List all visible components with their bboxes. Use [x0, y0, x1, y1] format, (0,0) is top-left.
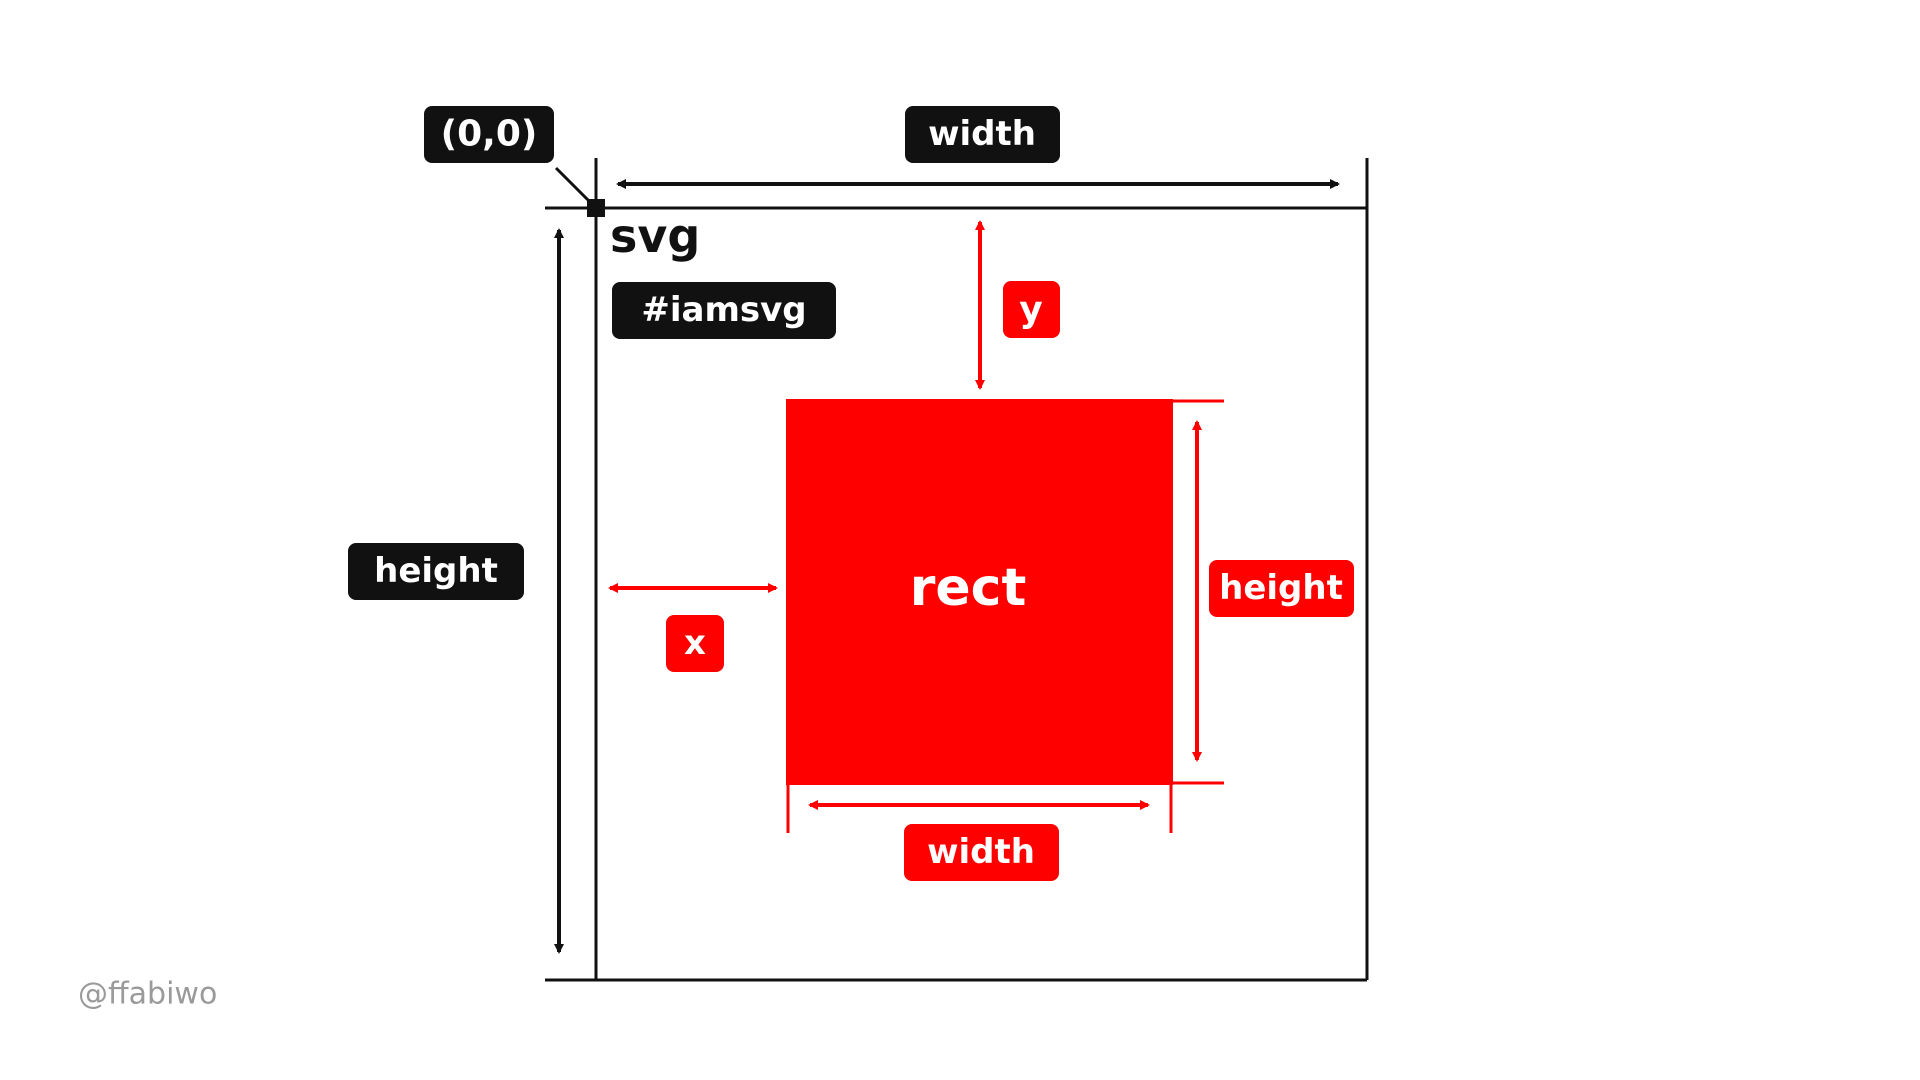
rect-height-label: height	[1219, 568, 1343, 608]
rect-y-dimension: y	[975, 220, 1060, 390]
origin-label: (0,0)	[424, 106, 554, 163]
rect-y-label: y	[1019, 290, 1042, 331]
rect-x-label: x	[684, 623, 706, 663]
rect-x-dimension: x	[608, 583, 778, 672]
svg-id-tag: #iamsvg	[612, 282, 836, 339]
author-watermark: @ffabiwo	[78, 977, 217, 1012]
svg-height-dimension: height	[348, 228, 564, 954]
origin-label-text: (0,0)	[441, 114, 538, 155]
svg-width-dimension: width	[616, 106, 1340, 189]
rect-title: rect	[910, 558, 1027, 618]
svg-width-label: width	[928, 114, 1036, 154]
rect-width-label: width	[927, 832, 1035, 872]
origin-pointer	[554, 166, 592, 204]
svg-height-label: height	[374, 551, 498, 591]
rect-height-dimension: height	[1173, 399, 1354, 785]
rect-width-dimension: width	[786, 785, 1173, 881]
svg-canvas-frame	[545, 158, 1369, 982]
svg-id-text: #iamsvg	[641, 290, 806, 330]
origin-marker	[587, 199, 605, 217]
svg-element-title: svg	[610, 209, 700, 263]
red-rect	[786, 399, 1173, 785]
